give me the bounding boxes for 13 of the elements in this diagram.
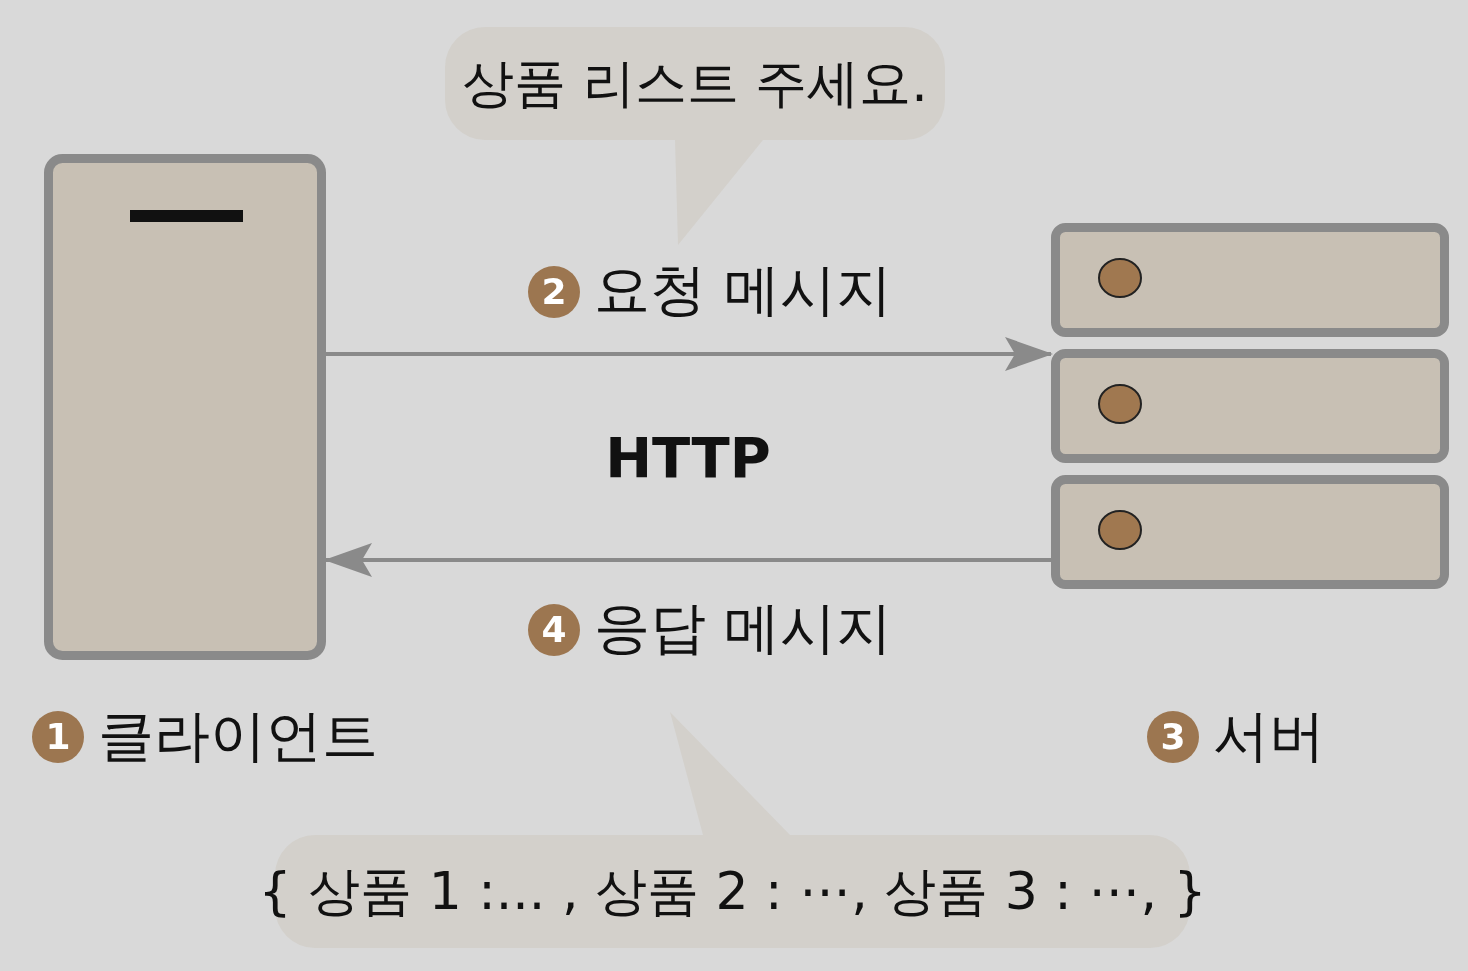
caption: 서버 (1213, 702, 1325, 770)
arrow (324, 543, 1051, 577)
callout-number: 1 (32, 711, 84, 763)
protocol-label: HTTP (604, 424, 772, 492)
callout-number: 4 (528, 604, 580, 656)
edge-label: 응답 메시지 (594, 594, 892, 662)
bubble-text: { 상품 1 :... , 상품 2 : ⋯, 상품 3 : ⋯, } (258, 859, 1207, 923)
caption: 클라이언트 (98, 702, 378, 770)
callout-number: 2 (528, 266, 580, 318)
callout-number: 3 (1147, 711, 1199, 763)
edge-label: 요청 메시지 (594, 256, 892, 324)
arrow (326, 337, 1053, 371)
bubble-text: 상품 리스트 주세요. (462, 51, 928, 115)
